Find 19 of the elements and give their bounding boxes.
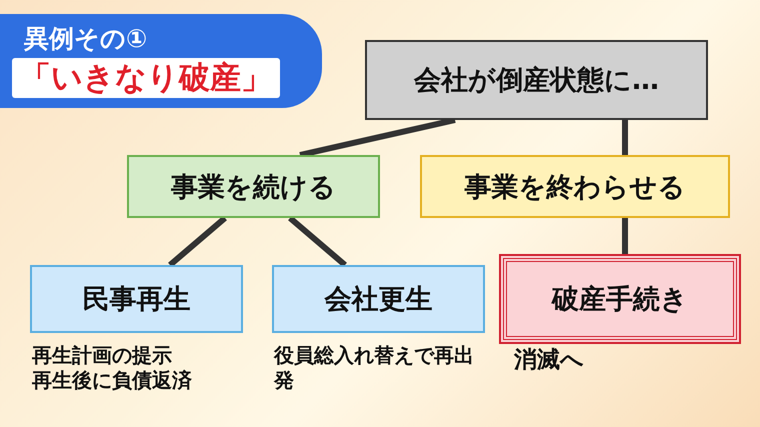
subtitle: 「いきなり破産」 — [12, 58, 280, 98]
node-label: 事業を続ける — [171, 170, 336, 204]
process-box — [272, 265, 485, 333]
node-label: 会社更生 — [324, 283, 432, 317]
process-box — [30, 265, 243, 333]
node-label: 事業を終わらせる — [464, 170, 686, 204]
node-note: 役員総入れ替えで再出発 — [274, 343, 474, 393]
title: 異例その① — [24, 23, 148, 55]
node-note: 再生計画の提示 再生後に負債返済 — [32, 343, 192, 393]
process-box — [127, 155, 380, 218]
node-label: 破産手続き — [552, 283, 688, 317]
node-label: 会社が倒産状態に… — [414, 64, 659, 98]
connector-line — [288, 216, 347, 268]
node-note: 消滅へ — [514, 346, 584, 375]
connector-line — [622, 120, 628, 155]
connector-line — [168, 216, 227, 268]
process-box — [365, 40, 708, 120]
process-box — [420, 155, 730, 218]
node-label: 民事再生 — [82, 283, 190, 317]
